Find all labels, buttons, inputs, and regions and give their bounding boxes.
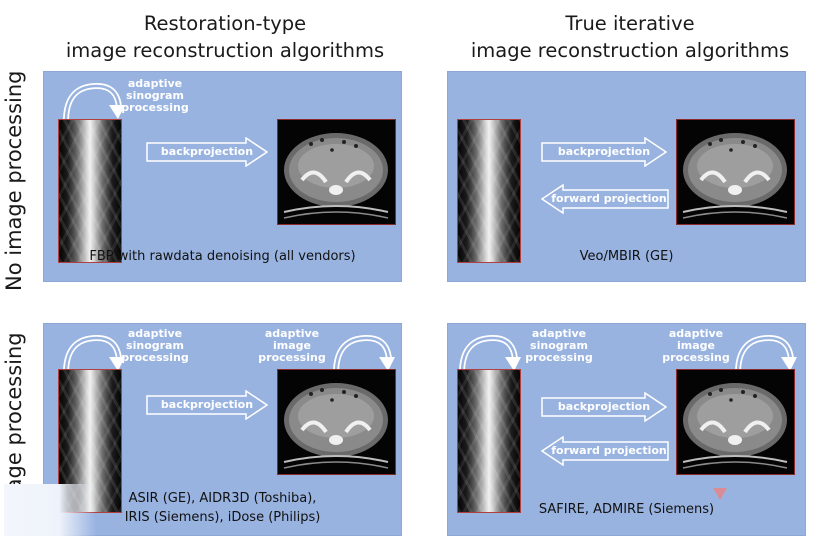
forward-projection-arrow: forward projection <box>541 184 669 214</box>
watermark-smudge <box>4 484 96 536</box>
panel-caption: SAFIRE, ADMIRE (Siemens) <box>538 502 715 517</box>
backprojection-arrow: backprojection <box>541 137 667 167</box>
forward-projection-arrow: forward projection <box>541 436 669 466</box>
backprojection-label: backprojection <box>557 145 651 158</box>
row-label-no-image-processing: No image processing <box>2 70 26 292</box>
column-title-line1: True iterative <box>565 12 695 35</box>
watermark-mark <box>713 488 727 500</box>
backprojection-label: backprojection <box>557 400 651 413</box>
backprojection-arrow: backprojection <box>541 392 667 422</box>
panel-top-left: adaptive sinogram processing backproject… <box>43 71 402 282</box>
backprojection-arrow: backprojection <box>146 390 268 420</box>
panel-bottom-right: adaptive sinogram processing adaptive im… <box>447 323 806 536</box>
adaptive-image-label: adaptive image processing <box>662 327 730 364</box>
adaptive-sinogram-label: adaptive sinogram processing <box>525 327 593 364</box>
panel-caption: ASIR (GE), AIDR3D (Toshiba), IRIS (Sieme… <box>124 491 321 525</box>
backprojection-label: backprojection <box>160 398 254 411</box>
ct-scan-image <box>277 119 396 225</box>
ct-scan-image <box>676 119 795 225</box>
forward-projection-label: forward projection <box>551 192 667 205</box>
forward-projection-label: forward projection <box>551 444 667 457</box>
sinogram-image <box>457 119 521 263</box>
curved-arrow-icon <box>333 334 395 372</box>
left-arrow-icon <box>541 436 669 466</box>
column-title-line2: image reconstruction algorithms <box>65 39 385 62</box>
ct-scan-image <box>676 369 795 475</box>
sinogram-image <box>58 119 122 263</box>
panel-caption: FBP with rawdata denoising (all vendors) <box>89 249 356 264</box>
backprojection-arrow: backprojection <box>146 137 268 167</box>
column-title-line1: Restoration-type <box>143 12 307 35</box>
adaptive-sinogram-label: adaptive sinogram processing <box>121 327 189 364</box>
column-title-line2: image reconstruction algorithms <box>470 39 790 62</box>
column-title-restoration: Restoration-type image reconstruction al… <box>40 10 410 64</box>
right-arrow-icon <box>146 390 268 420</box>
right-arrow-icon <box>146 137 268 167</box>
left-arrow-icon <box>541 184 669 214</box>
column-title-true-iterative: True iterative image reconstruction algo… <box>445 10 815 64</box>
adaptive-sinogram-label: adaptive sinogram processing <box>121 77 189 114</box>
backprojection-label: backprojection <box>160 145 254 158</box>
curved-arrow-icon <box>459 334 521 372</box>
curved-arrow-icon <box>63 334 125 372</box>
right-arrow-icon <box>541 392 667 422</box>
panel-top-right: backprojection forward projection Veo/MB… <box>447 71 806 282</box>
ct-scan-image <box>277 369 396 475</box>
right-arrow-icon <box>541 137 667 167</box>
panel-bottom-left: adaptive sinogram processing adaptive im… <box>43 323 402 536</box>
panel-caption: Veo/MBIR (GE) <box>579 249 674 264</box>
adaptive-image-label: adaptive image processing <box>258 327 326 364</box>
curved-arrow-icon <box>735 334 797 372</box>
sinogram-image <box>457 369 521 513</box>
curved-arrow-icon <box>63 82 125 120</box>
